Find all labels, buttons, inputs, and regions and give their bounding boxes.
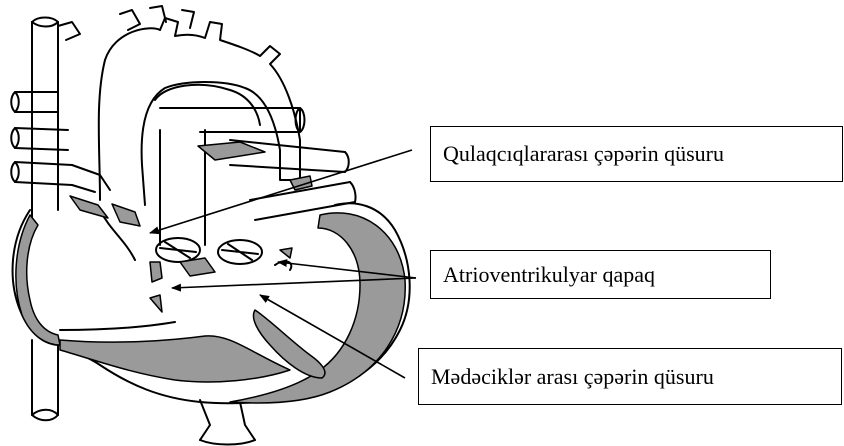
aortic-arch — [99, 18, 300, 205]
label-ventricular-septal-defect: Mədəciklər arası çəpərin qüsuru — [418, 348, 842, 405]
pulmonary-veins-left — [11, 92, 110, 192]
superior-vena-cava — [32, 22, 58, 220]
label-atrial-septal-defect: Qulaqcıqlararası çəpərin qüsuru — [430, 126, 843, 182]
inferior-vena-cava — [32, 340, 58, 415]
right-atrium-wall — [16, 215, 60, 345]
label-atrioventricular-valve: Atrioventrikulyar qapaq — [430, 250, 771, 299]
right-ventricle-wall — [60, 336, 290, 382]
pulmonary-artery — [160, 108, 300, 132]
